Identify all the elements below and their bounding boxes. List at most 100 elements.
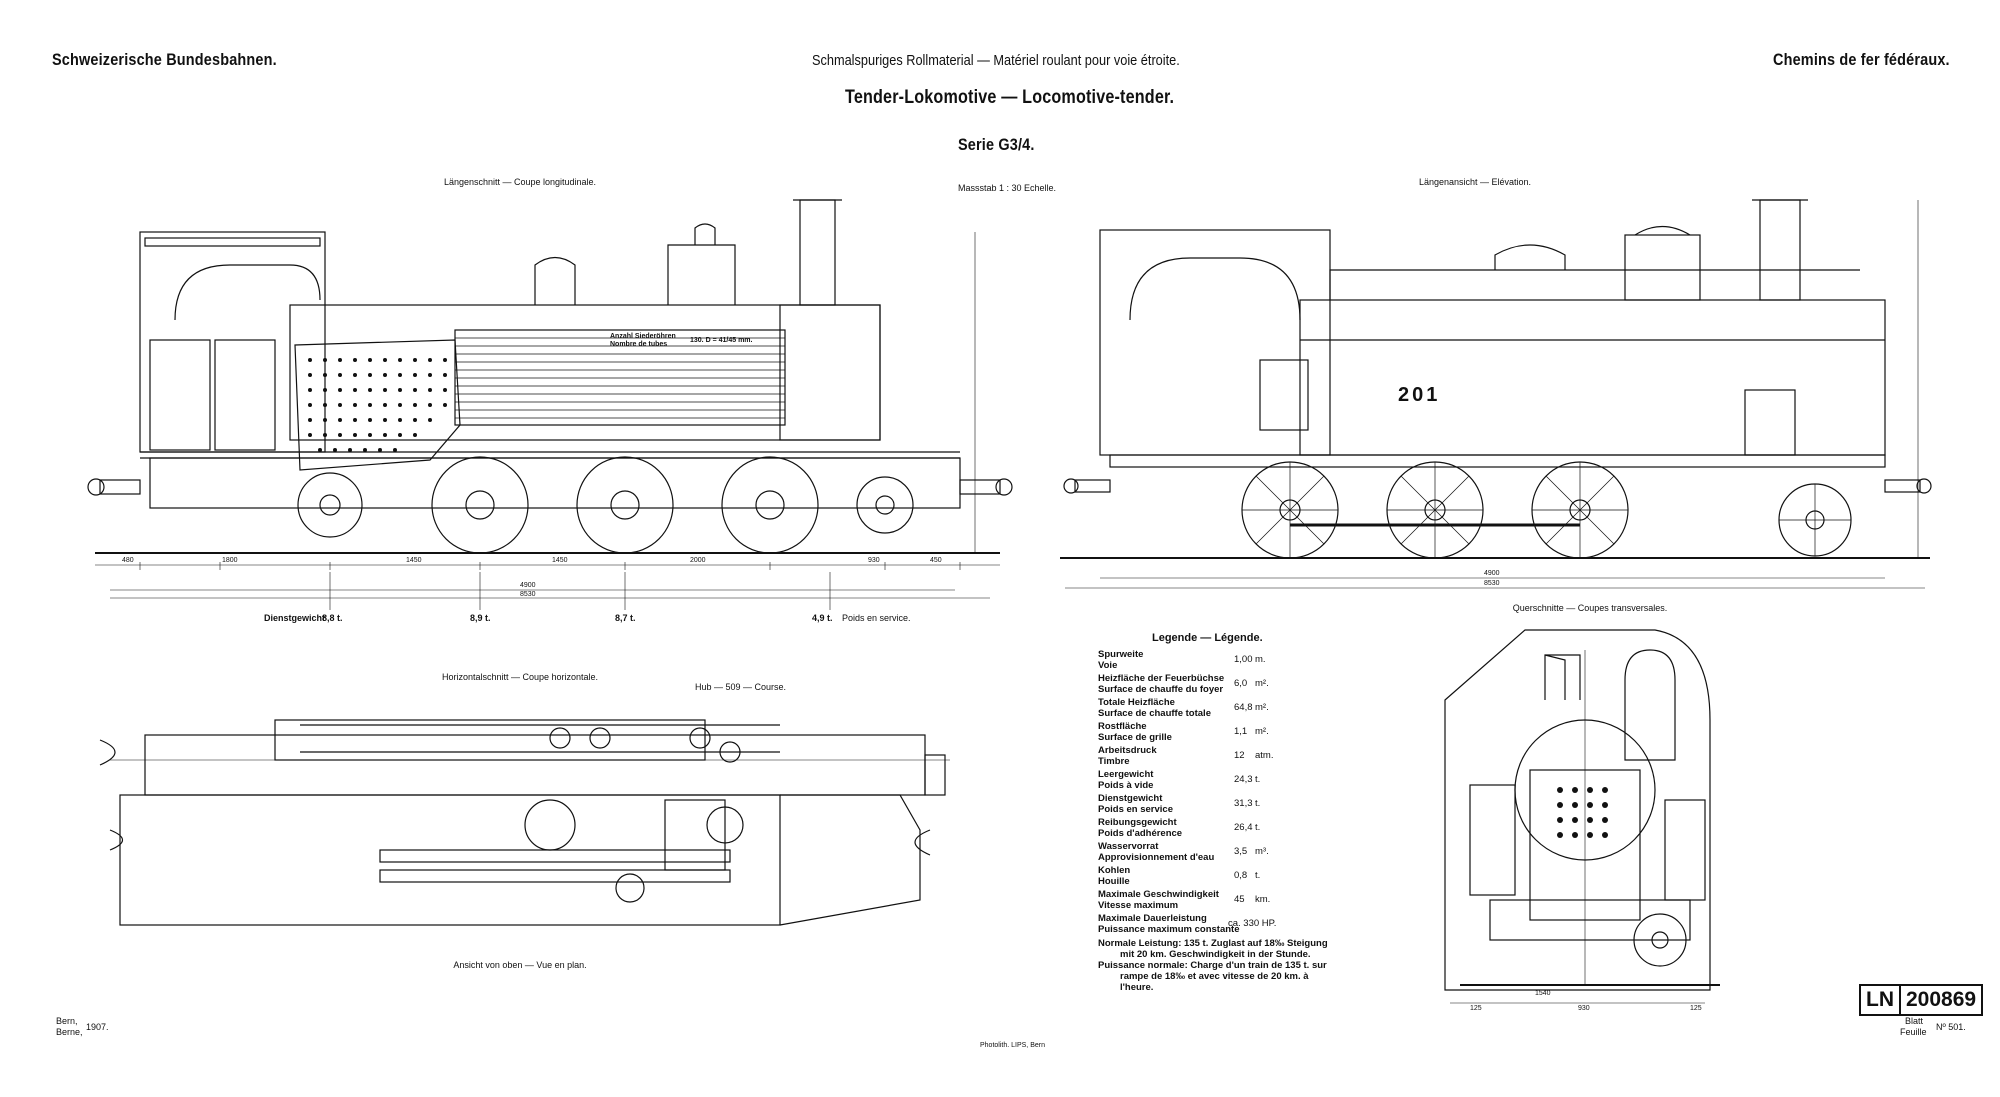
legend-label-de: Heizfläche der Feuerbüchse bbox=[1098, 673, 1225, 684]
longitudinal-section-drawing bbox=[87, 199, 1013, 610]
sheet-label-de: Blatt bbox=[1905, 1016, 1924, 1026]
legend-label-de: Kohlen bbox=[1098, 865, 1131, 876]
legend-value: 31,3 bbox=[1234, 798, 1253, 809]
scale-label: Massstab 1 : 30 Echelle. bbox=[958, 183, 1057, 193]
legend-label-de: Arbeitsdruck bbox=[1098, 745, 1157, 756]
legend-note-de-2: mit 20 km. Geschwindigkeit in der Stunde… bbox=[1120, 949, 1311, 960]
legend-value: 24,3 bbox=[1234, 774, 1253, 785]
legend-label-fr: Poids à vide bbox=[1098, 779, 1154, 791]
legend-label-fr: Approvisionnement d'eau bbox=[1098, 851, 1215, 863]
legend-label-de: Wasservorrat bbox=[1098, 841, 1159, 852]
place-fr: Berne, bbox=[56, 1027, 83, 1037]
legend-label-fr: Puissance maximum constante bbox=[1098, 923, 1240, 935]
legend-note-fr-2: rampe de 18‰ et avec vitesse de 20 km. à bbox=[1120, 971, 1309, 982]
legend-unit: km. bbox=[1255, 894, 1271, 905]
legend-unit: t. bbox=[1255, 798, 1261, 809]
legend-label-fr: Surface de grille bbox=[1098, 731, 1172, 743]
legend-value: 26,4 bbox=[1234, 822, 1253, 833]
legend-value: 45 bbox=[1234, 894, 1245, 905]
legend-unit: t. bbox=[1255, 822, 1261, 833]
dim-cross-1: 125 bbox=[1470, 1005, 1482, 1012]
legend-label-fr: Poids en service bbox=[1098, 803, 1173, 815]
dim-long-6: 930 bbox=[868, 557, 880, 564]
dim-elev-1: 4900 bbox=[1484, 570, 1500, 577]
legend-unit: m. bbox=[1255, 654, 1266, 665]
axle-weight-1: 8,8 t. bbox=[322, 613, 343, 623]
printer-credit: Photolith. LIPS, Bern bbox=[980, 1042, 1045, 1049]
legend-value: 12 bbox=[1234, 750, 1245, 761]
tube-note-2: Nombre de tubes bbox=[610, 341, 668, 348]
legend-label-de: Dienstgewicht bbox=[1098, 793, 1163, 804]
axle-weight-3: 8,7 t. bbox=[615, 613, 636, 623]
place-de: Bern, bbox=[56, 1016, 78, 1026]
legend-label-de: Maximale Dauerleistung bbox=[1098, 913, 1207, 924]
legend-label-fr: Vitesse maximum bbox=[1098, 899, 1179, 911]
cross-section-drawing bbox=[1444, 629, 1720, 1004]
legend-unit: t. bbox=[1255, 870, 1261, 881]
view-label-plan: Ansicht von oben — Vue en plan. bbox=[453, 960, 587, 970]
archive-number: 200869 bbox=[1899, 986, 1981, 1014]
dim-long-7: 450 bbox=[930, 557, 942, 564]
header-left: Schweizerische Bundesbahnen. bbox=[52, 50, 277, 69]
dim-long-total-1: 4900 bbox=[520, 582, 536, 589]
legend-label-de: Maximale Geschwindigkeit bbox=[1098, 889, 1219, 900]
dim-long-2: 1800 bbox=[222, 557, 238, 564]
dim-cross-2: 930 bbox=[1578, 1005, 1590, 1012]
plan-view-drawing bbox=[99, 719, 950, 926]
legend-label-fr: Surface de chauffe du foyer bbox=[1098, 683, 1224, 695]
legend-unit: t. bbox=[1255, 774, 1261, 785]
legend-label-fr: Timbre bbox=[1098, 755, 1130, 767]
legend-note: Normale Leistung: 135 t. Zuglast auf 18‰… bbox=[1098, 938, 1358, 993]
dim-long-1: 480 bbox=[122, 557, 134, 564]
drawing-title: Tender-Lokomotive — Locomotive-tender. bbox=[845, 87, 1175, 108]
dim-long-5: 2000 bbox=[690, 557, 706, 564]
year: 1907. bbox=[86, 1022, 109, 1032]
legend-unit: atm. bbox=[1255, 750, 1274, 761]
legend-label-fr: Poids d'adhérence bbox=[1098, 827, 1183, 839]
header-center: Schmalspuriges Rollmaterial — Matériel r… bbox=[812, 52, 1180, 69]
legend-note-de-1: Normale Leistung: 135 t. Zuglast auf 18‰… bbox=[1098, 938, 1328, 949]
view-label-cross: Querschnitte — Coupes transversales. bbox=[1512, 603, 1668, 613]
dim-cross-3: 125 bbox=[1690, 1005, 1702, 1012]
elevation-drawing bbox=[1060, 199, 1932, 589]
weights-suffix: Poids en service. bbox=[842, 613, 911, 623]
view-label-longitudinal: Längenschnitt — Coupe longitudinale. bbox=[443, 177, 597, 187]
legend-value: 1,00 bbox=[1234, 654, 1253, 665]
legend-label-de: Leergewicht bbox=[1098, 769, 1154, 780]
stroke-label: Hub — 509 — Course. bbox=[695, 682, 787, 692]
view-label-elevation: Längenansicht — Elévation. bbox=[1418, 177, 1532, 187]
dim-elev-2: 8530 bbox=[1484, 580, 1500, 587]
dim-long-4: 1450 bbox=[552, 557, 568, 564]
legend-label-fr: Houille bbox=[1098, 875, 1130, 887]
legend-title: Legende — Légende. bbox=[1152, 632, 1263, 644]
axle-weight-4: 4,9 t. bbox=[812, 613, 833, 623]
legend-unit: m². bbox=[1255, 726, 1269, 737]
legend-unit: m³. bbox=[1255, 846, 1269, 857]
legend-label-fr: Voie bbox=[1098, 659, 1118, 671]
legend-value: 1,1 bbox=[1234, 726, 1248, 737]
legend-note-fr-1: Puissance normale: Charge d'un train de … bbox=[1098, 960, 1327, 971]
axle-weight-2: 8,9 t. bbox=[470, 613, 491, 623]
legend-value: 6,0 bbox=[1234, 678, 1248, 689]
legend-label-de: Spurweite bbox=[1098, 649, 1144, 660]
sheet-number: Nº 501. bbox=[1936, 1022, 1966, 1032]
header-right: Chemins de fer fédéraux. bbox=[1773, 50, 1950, 69]
archive-prefix: LN bbox=[1866, 988, 1894, 1011]
legend-label-de: Rostfläche bbox=[1098, 721, 1147, 732]
sheet-label-fr: Feuille bbox=[1900, 1027, 1927, 1037]
legend-label-de: Totale Heizfläche bbox=[1098, 697, 1175, 708]
legend-unit: m². bbox=[1255, 702, 1269, 713]
dim-long-total-2: 8530 bbox=[520, 591, 536, 598]
dim-long-3: 1450 bbox=[406, 557, 422, 564]
